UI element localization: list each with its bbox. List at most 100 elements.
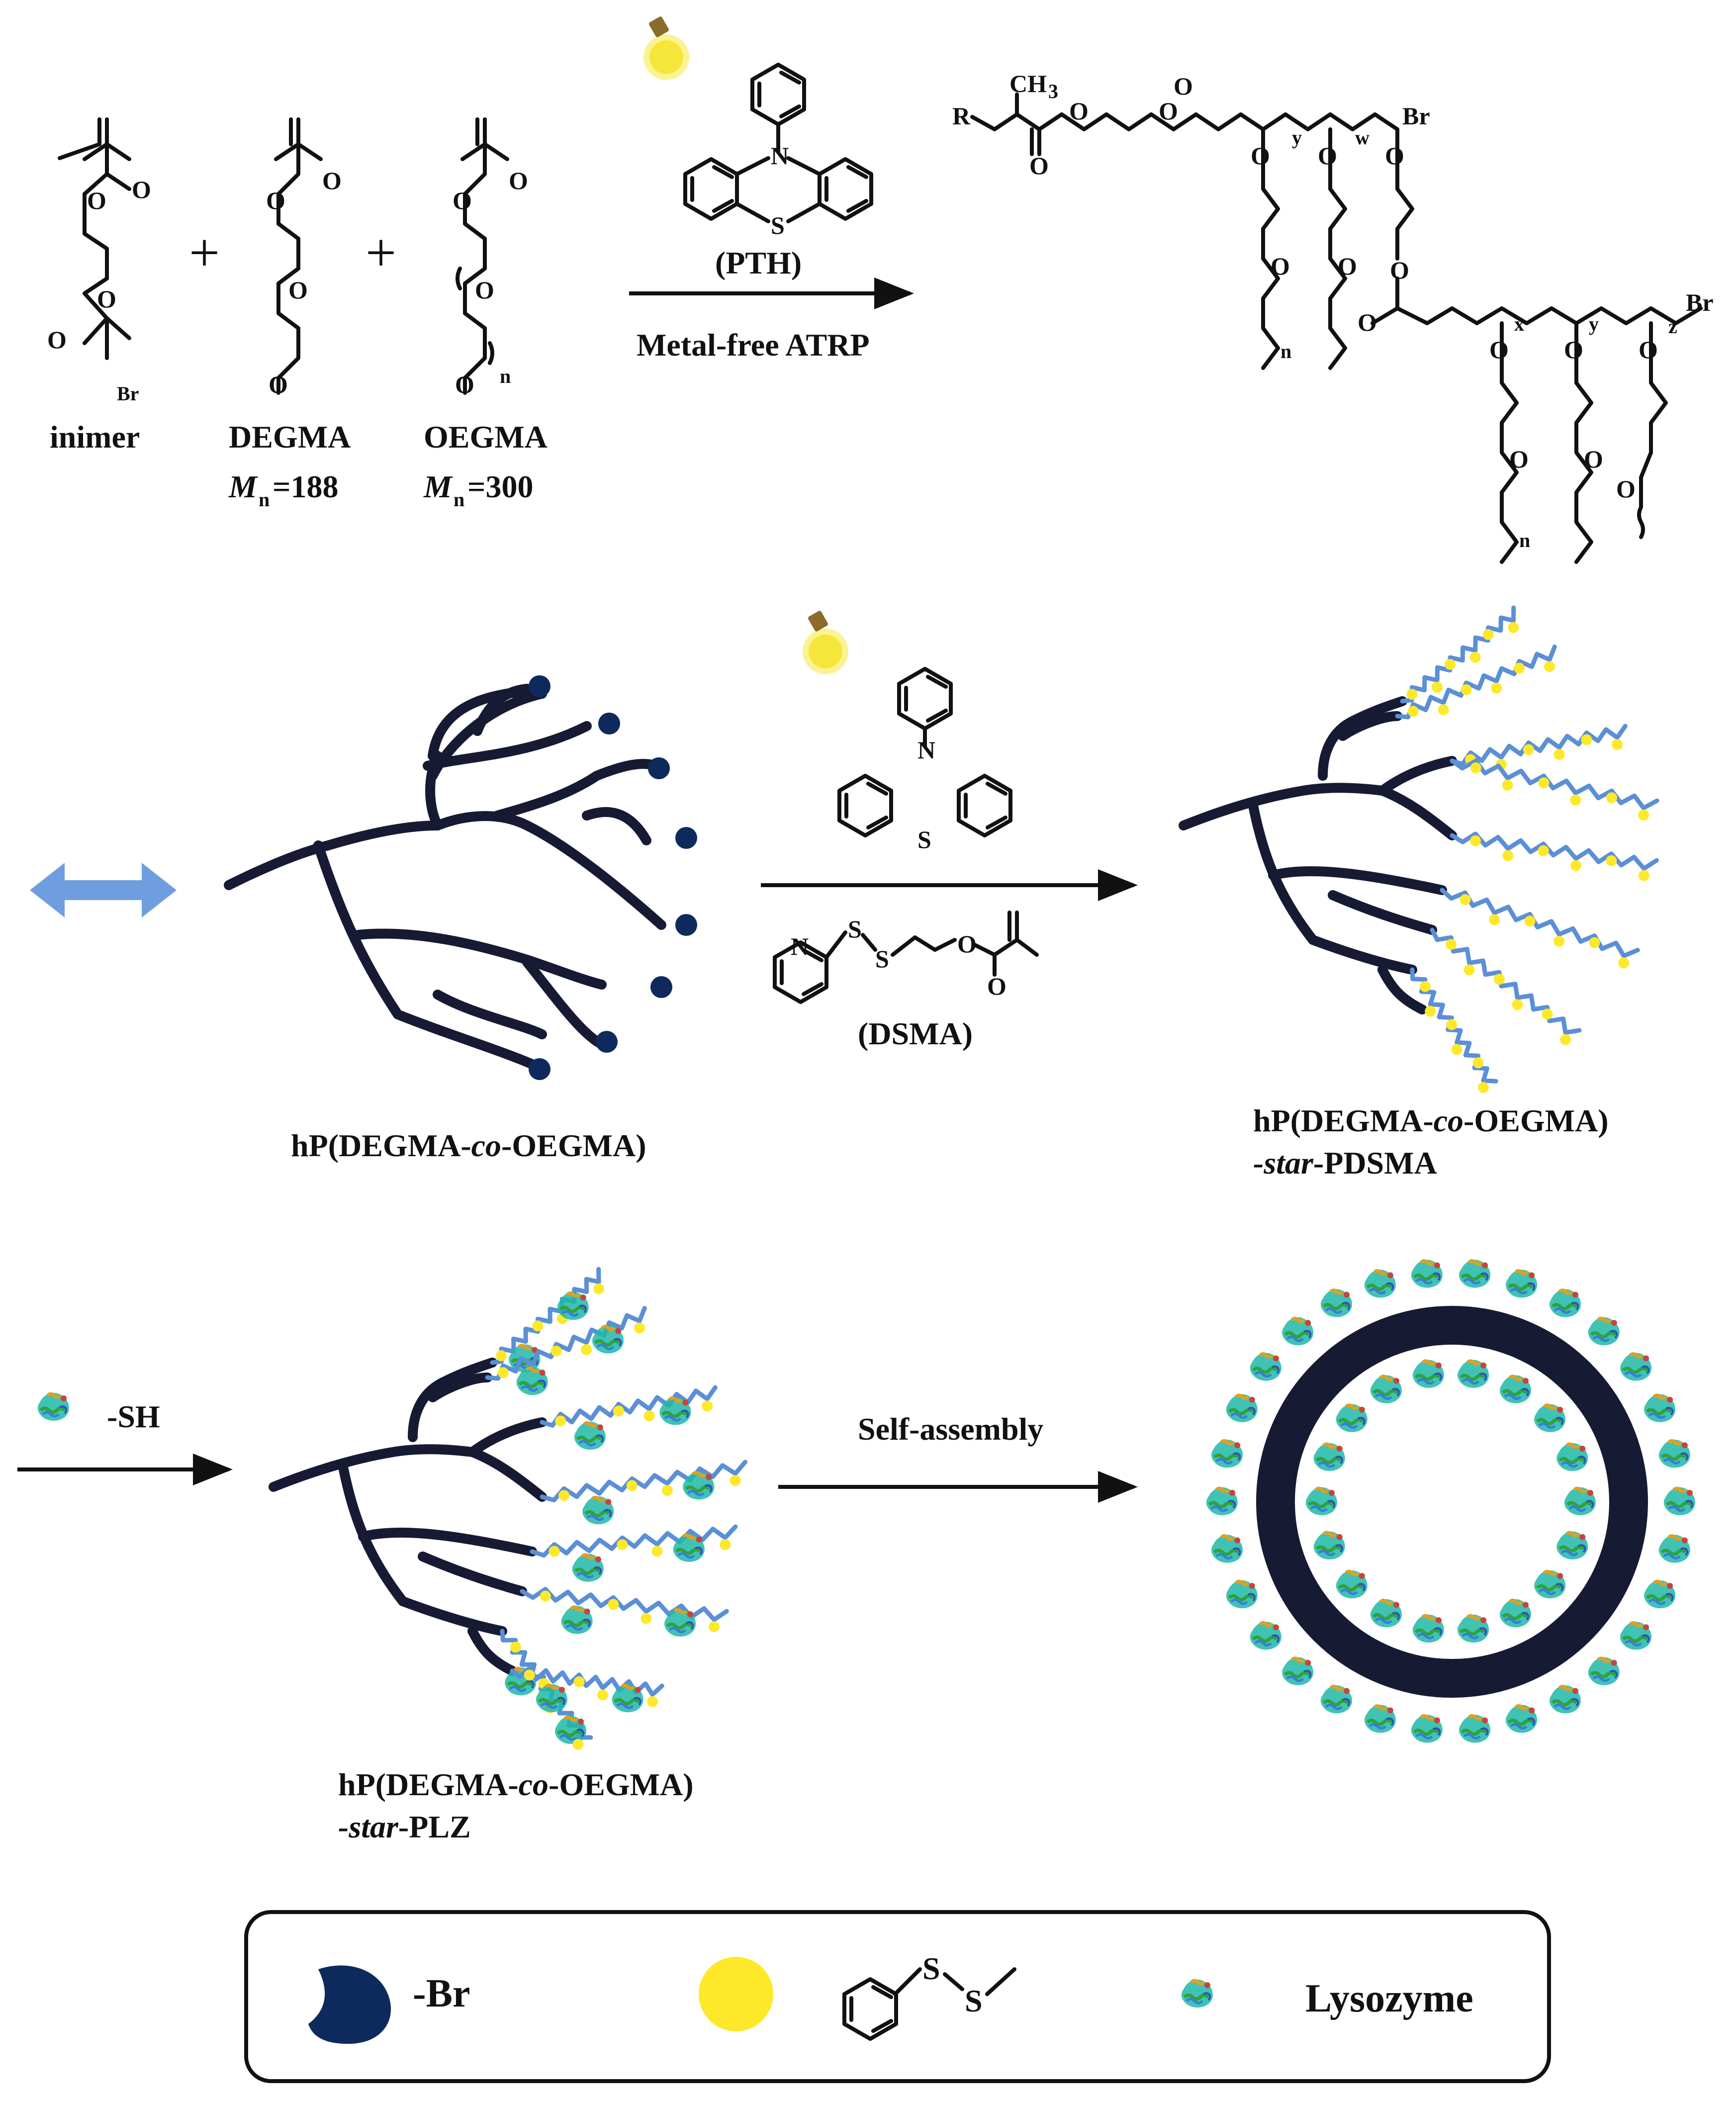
legend-br-label: -Br (413, 1972, 470, 2015)
pyridyl-disulfide-dot (617, 1539, 628, 1551)
pyridyl-disulfide-dot (1560, 1034, 1571, 1045)
pyridyl-disulfide-dot (1508, 622, 1519, 633)
atom-s: S (965, 1983, 983, 2018)
thiol-label: -SH (107, 1399, 160, 1434)
lysozyme-icon (1336, 1404, 1368, 1432)
mn-subscript: n (454, 488, 464, 511)
atom-br: Br (1402, 102, 1430, 130)
lysozyme-icon (1620, 1353, 1651, 1380)
pyridyl-disulfide-dot (1570, 794, 1581, 806)
atom-o: O (475, 276, 494, 304)
pyridyl-disulfide-dot (1469, 651, 1481, 663)
polymer-arm (1440, 888, 1640, 958)
lysozyme-icon (592, 1325, 624, 1353)
atom-o: O (97, 285, 116, 313)
atom-s: S (917, 825, 931, 853)
pyridyl-disulfide-dot (1477, 1082, 1489, 1093)
pyridyl-disulfide-dot (647, 1696, 658, 1707)
pyridyl-disulfide-dot (1472, 1057, 1484, 1069)
lysozyme-icon (1620, 1622, 1651, 1649)
pyridyl-disulfide-dot (510, 1642, 521, 1653)
polymer-arm (540, 1460, 748, 1503)
mn-subscript: n (259, 488, 270, 511)
lysozyme-icon (1371, 1599, 1402, 1627)
pyridyl-disulfide-dot (608, 1599, 619, 1610)
plus-sign: + (365, 222, 396, 283)
lysozyme-icon (1506, 1705, 1537, 1733)
pyridyl-disulfide-dot (1446, 939, 1457, 950)
pyridyl-disulfide-dot (548, 1546, 560, 1557)
plz-label-co: co (519, 1767, 548, 1802)
atom-o: O (288, 276, 308, 304)
mn-symbol: M (228, 469, 258, 504)
lysozyme-icon (1459, 1260, 1490, 1287)
pyridyl-disulfide-dot (1538, 845, 1549, 856)
atom-o: O (1489, 336, 1509, 364)
lysozyme-icon (1250, 1353, 1281, 1380)
atom-o: O (455, 370, 474, 398)
atom-o: O (1564, 336, 1583, 364)
method-label: Metal-free ATRP (637, 327, 870, 363)
polymer-arm (520, 1587, 729, 1622)
pyridyl-disulfide-dot (532, 1320, 544, 1332)
lysozyme-icon (1314, 1443, 1345, 1471)
plz-label-post: -OEGMA) (548, 1767, 694, 1802)
pyridyl-disulfide-dot (1420, 981, 1431, 992)
lysozyme-icon (1206, 1487, 1238, 1515)
atom-o: O (269, 370, 288, 398)
lysozyme-icon (557, 1292, 589, 1320)
lysozyme-icon (1458, 1360, 1489, 1388)
vesicle-wall (1256, 1306, 1648, 1698)
lysozyme-icon (1336, 1570, 1368, 1598)
lysozyme-icon (38, 1393, 69, 1421)
plz-arms (485, 1267, 748, 1750)
lysozyme-icon (1644, 1580, 1675, 1608)
atom-o: O (453, 186, 472, 214)
repeat-y: y (1292, 126, 1302, 149)
atom-o: O (1358, 308, 1377, 336)
degma-structure: O O O O DEGMA M n =188 (228, 117, 351, 511)
atom-br: Br (117, 382, 139, 405)
inimer-structure: O O O O Br inimer (47, 117, 151, 455)
pyridyl-disulfide-dot (524, 1669, 535, 1681)
atom-o: O (1271, 252, 1290, 280)
pyridyl-disulfide-dot (573, 1676, 585, 1687)
pyridyl-disulfide-dot (1538, 777, 1550, 789)
pyridyl-disulfide-dot (1514, 662, 1525, 674)
atom-o: O (47, 326, 67, 354)
lysozyme-icon (1564, 1487, 1596, 1515)
yellow-dot-icon (699, 1957, 773, 2031)
pyridyl-disulfide-dot (1489, 914, 1500, 925)
pyridyl-disulfide-dot (497, 1367, 509, 1378)
repeat-n: n (1519, 529, 1530, 551)
lysozyme-icon (1282, 1317, 1313, 1345)
pyridyl-disulfide-dot (1618, 957, 1630, 969)
br-chain-ends (529, 675, 697, 1080)
atom-o: O (1390, 256, 1409, 284)
pyridyl-disulfide-dot (1553, 749, 1565, 760)
pyridyl-disulfide-dot (1502, 850, 1514, 861)
atom-o: O (266, 186, 285, 214)
pyridyl-disulfide-dot (1570, 860, 1582, 871)
lysozyme-icon (1500, 1375, 1531, 1403)
repeat-z: z (1668, 315, 1677, 338)
pyridyl-disulfide-dot (1493, 974, 1505, 985)
atom-o: O (987, 972, 1006, 1000)
pyridyl-disulfide-dot (555, 1415, 566, 1427)
lysozyme-icon (1226, 1394, 1258, 1422)
polymer-arm (1450, 724, 1628, 766)
repeat-n: n (1280, 340, 1291, 363)
lysozyme-icon (1588, 1657, 1620, 1685)
lysozyme-icon (1644, 1394, 1675, 1422)
pyridyl-disulfide-dot (1482, 629, 1494, 641)
atom-s: S (875, 945, 889, 973)
lysozyme-icon (1506, 1270, 1537, 1297)
light-bulb-icon (803, 610, 848, 674)
pdsma-label-co: co (1434, 1103, 1463, 1138)
pyridyl-disulfide-dot (1432, 681, 1443, 693)
plz-label-suffix: -PLZ (398, 1809, 471, 1844)
pyridyl-disulfide-dot (1425, 1006, 1436, 1017)
atom-n: N (917, 736, 935, 764)
pth-structure: N S (839, 669, 1010, 853)
